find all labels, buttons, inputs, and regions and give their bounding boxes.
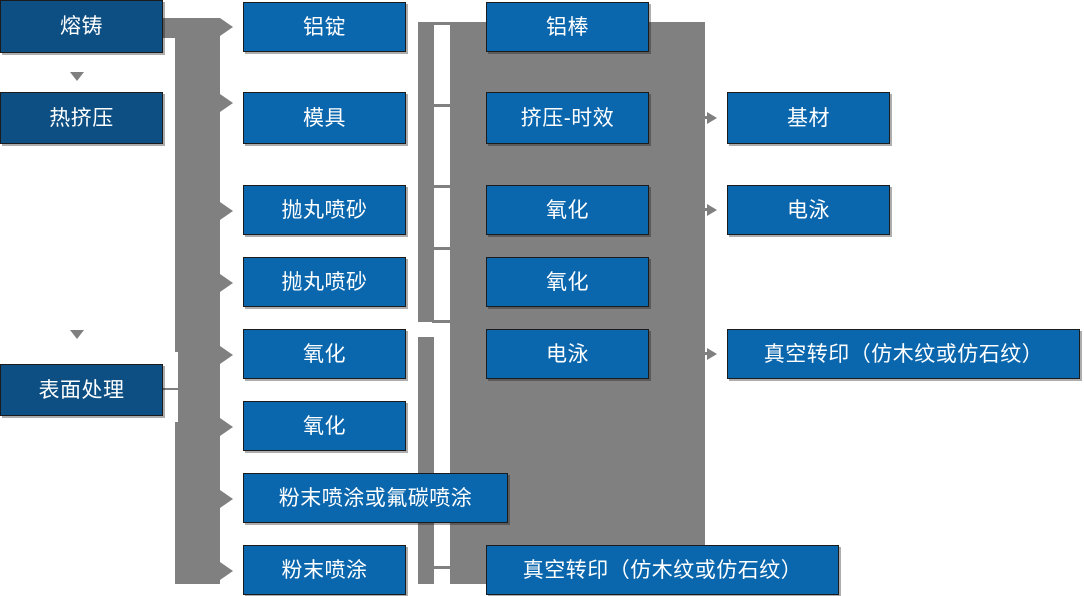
middle-tick-5 xyxy=(432,320,454,323)
node-aluminum-ingot[interactable]: 铝锭 xyxy=(243,2,406,52)
node-surface-treatment[interactable]: 表面处理 xyxy=(0,364,163,416)
arrow-to-vacuum-transfer-icon xyxy=(707,348,717,360)
arrow-to-oxidation-1-icon xyxy=(220,346,233,364)
middle-tick-3 xyxy=(432,185,454,188)
node-powder-or-fluorocarbon-coating[interactable]: 粉末喷涂或氟碳喷涂 xyxy=(243,473,508,523)
node-oxidation-1[interactable]: 氧化 xyxy=(243,329,406,379)
node-shot-blasting-1[interactable]: 抛丸喷砂 xyxy=(243,185,406,235)
node-hot-extrusion[interactable]: 热挤压 xyxy=(0,92,163,144)
arrow-to-powder-or-fluorocarbon-icon xyxy=(220,490,233,508)
node-oxidation-4[interactable]: 氧化 xyxy=(486,257,649,307)
middle-tick-6 xyxy=(432,566,454,569)
node-aluminum-bar[interactable]: 铝棒 xyxy=(486,2,649,52)
node-mold[interactable]: 模具 xyxy=(243,92,406,144)
node-base-material[interactable]: 基材 xyxy=(727,92,890,144)
node-shot-blasting-2[interactable]: 抛丸喷砂 xyxy=(243,257,406,307)
arrow-to-mold-icon xyxy=(220,94,233,112)
node-oxidation-2[interactable]: 氧化 xyxy=(243,401,406,451)
middle-tick-1 xyxy=(418,22,454,25)
left-connector-band xyxy=(175,18,220,584)
arrow-to-base-material-icon xyxy=(707,112,717,124)
left-flow-arrow-2-icon xyxy=(70,330,84,339)
node-vacuum-transfer-printing-bottom[interactable]: 真空转印（仿木纹或仿石纹） xyxy=(486,545,839,595)
arrow-to-oxidation-2-icon xyxy=(220,418,233,436)
surface-treatment-connector xyxy=(163,388,183,390)
node-extrusion-aging[interactable]: 挤压-时效 xyxy=(486,92,649,144)
node-powder-coating[interactable]: 粉末喷涂 xyxy=(243,545,406,595)
node-electrophoresis-1[interactable]: 电泳 xyxy=(486,329,649,379)
middle-tick-2 xyxy=(432,104,454,107)
arrow-to-electrophoresis-icon xyxy=(707,204,717,216)
node-vacuum-transfer-printing[interactable]: 真空转印（仿木纹或仿石纹） xyxy=(727,329,1080,379)
arrow-to-aluminum-ingot-icon xyxy=(220,18,233,36)
middle-narrow-bar-upper xyxy=(418,22,434,322)
left-flow-arrow-1-icon xyxy=(70,72,84,81)
middle-narrow-bar-lower xyxy=(418,337,434,584)
node-oxidation-3[interactable]: 氧化 xyxy=(486,185,649,235)
arrow-to-shot-blasting-1-icon xyxy=(220,202,233,220)
node-electrophoresis-2[interactable]: 电泳 xyxy=(727,185,890,235)
node-melt-casting[interactable]: 熔铸 xyxy=(0,0,163,53)
arrow-to-shot-blasting-2-icon xyxy=(220,274,233,292)
arrow-to-powder-coating-icon xyxy=(220,562,233,580)
middle-tick-4 xyxy=(432,247,454,250)
